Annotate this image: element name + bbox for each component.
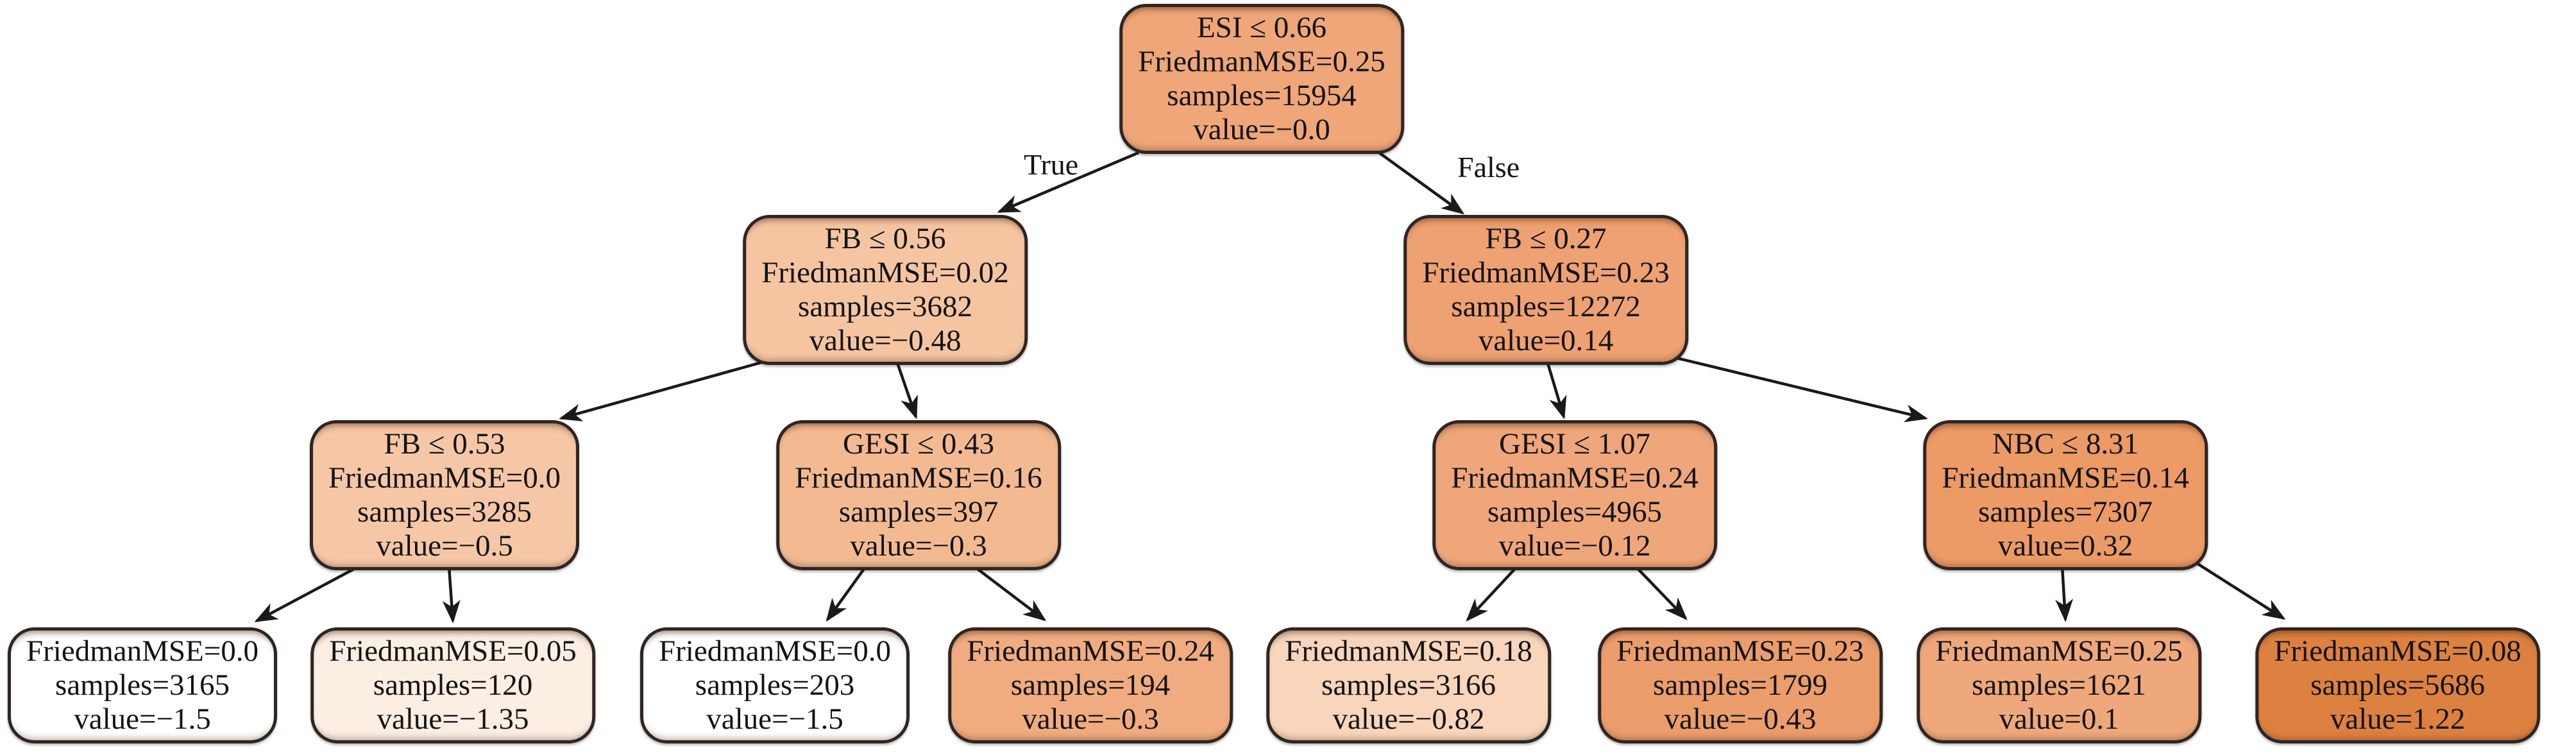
node-samples: samples=397 xyxy=(838,495,999,529)
node-samples: samples=194 xyxy=(1010,668,1171,702)
edge-l3-2-to-leaf-3 xyxy=(826,563,869,622)
node-friedman-mse: FriedmanMSE=0.25 xyxy=(1138,45,1385,78)
node-value: value=−0.82 xyxy=(1332,702,1485,736)
node-samples: samples=203 xyxy=(695,668,855,702)
node-samples: samples=15954 xyxy=(1167,79,1357,112)
tree-leaf-5: FriedmanMSE=0.18 samples=3166 value=−0.8… xyxy=(1266,627,1551,743)
node-friedman-mse: FriedmanMSE=0.23 xyxy=(1422,256,1670,289)
tree-node-l3-3: GESI ≤ 1.07 FriedmanMSE=0.24 samples=496… xyxy=(1432,420,1717,570)
node-friedman-mse: FriedmanMSE=0.08 xyxy=(2274,634,2521,668)
node-samples: samples=3165 xyxy=(55,668,230,702)
node-value: value=−0.0 xyxy=(1193,113,1330,146)
edge-l2-left-to-l3-1 xyxy=(559,357,774,421)
node-friedman-mse: FriedmanMSE=0.0 xyxy=(26,634,259,668)
node-samples: samples=7307 xyxy=(1978,495,2153,529)
tree-leaf-8: FriedmanMSE=0.08 samples=5686 value=1.22 xyxy=(2255,627,2540,743)
edge-l3-4-to-leaf-7 xyxy=(2055,566,2074,622)
node-samples: samples=4965 xyxy=(1487,495,1662,529)
node-value: value=−0.5 xyxy=(376,529,513,563)
node-value: value=−1.5 xyxy=(706,702,843,736)
node-condition: ESI ≤ 0.66 xyxy=(1196,11,1327,44)
node-samples: samples=3285 xyxy=(357,495,532,529)
edge-l3-3-to-leaf-5 xyxy=(1466,562,1521,622)
node-value: value=−0.3 xyxy=(1022,702,1159,736)
edge-l2-left-to-l3-2 xyxy=(895,361,918,420)
node-value: value=−1.35 xyxy=(377,702,529,736)
node-friedman-mse: FriedmanMSE=0.24 xyxy=(967,634,1214,668)
node-value: value=−0.43 xyxy=(1664,702,1817,736)
tree-leaf-3: FriedmanMSE=0.0 samples=203 value=−1.5 xyxy=(640,627,910,743)
node-friedman-mse: FriedmanMSE=0.14 xyxy=(1942,461,2189,495)
edge-l2-right-to-l3-4 xyxy=(1670,355,1928,423)
node-value: value=0.1 xyxy=(1999,702,2119,736)
node-samples: samples=1799 xyxy=(1653,668,1827,702)
tree-node-l3-2: GESI ≤ 0.43 FriedmanMSE=0.16 samples=397… xyxy=(776,420,1061,570)
node-value: value=−1.5 xyxy=(74,702,211,736)
tree-leaf-6: FriedmanMSE=0.23 samples=1799 value=−0.4… xyxy=(1598,627,1883,743)
node-condition: FB ≤ 0.53 xyxy=(384,427,505,461)
tree-leaf-4: FriedmanMSE=0.24 samples=194 value=−0.3 xyxy=(948,627,1233,743)
tree-node-l2-right: FB ≤ 0.27 FriedmanMSE=0.23 samples=12272… xyxy=(1403,215,1688,365)
node-friedman-mse: FriedmanMSE=0.02 xyxy=(761,256,1009,289)
tree-leaf-1: FriedmanMSE=0.0 samples=3165 value=−1.5 xyxy=(7,627,278,743)
node-value: value=−0.3 xyxy=(850,529,987,563)
node-samples: samples=1621 xyxy=(1972,668,2146,702)
tree-node-l3-4: NBC ≤ 8.31 FriedmanMSE=0.14 samples=7307… xyxy=(1923,420,2208,570)
edge-l3-4-to-leaf-8 xyxy=(2192,560,2286,620)
edge-l3-3-to-leaf-6 xyxy=(1631,562,1688,620)
false-edge-label: False xyxy=(1457,151,1520,183)
node-friedman-mse: FriedmanMSE=0.24 xyxy=(1451,461,1699,495)
node-condition: GESI ≤ 1.07 xyxy=(1499,427,1650,461)
node-samples: samples=3682 xyxy=(798,290,972,323)
node-samples: samples=5686 xyxy=(2310,668,2485,702)
node-friedman-mse: FriedmanMSE=0.18 xyxy=(1285,634,1532,668)
true-edge-label: True xyxy=(1024,148,1079,181)
node-condition: GESI ≤ 0.43 xyxy=(843,427,994,461)
node-friedman-mse: FriedmanMSE=0.25 xyxy=(1935,634,2183,668)
edge-root-to-l2-right xyxy=(1378,151,1465,215)
tree-node-l2-left: FB ≤ 0.56 FriedmanMSE=0.02 samples=3682 … xyxy=(743,215,1028,365)
node-condition: NBC ≤ 8.31 xyxy=(1992,427,2139,461)
tree-node-root: ESI ≤ 0.66 FriedmanMSE=0.25 samples=1595… xyxy=(1119,4,1404,154)
edge-l3-2-to-leaf-4 xyxy=(969,562,1047,622)
node-friedman-mse: FriedmanMSE=0.0 xyxy=(658,634,892,668)
tree-leaf-2: FriedmanMSE=0.05 samples=120 value=−1.35 xyxy=(310,627,595,743)
node-condition: FB ≤ 0.56 xyxy=(824,222,946,255)
node-value: value=−0.12 xyxy=(1498,529,1651,563)
node-value: value=1.22 xyxy=(2330,702,2466,736)
edge-root-to-l2-left xyxy=(997,151,1139,214)
node-friedman-mse: FriedmanMSE=0.05 xyxy=(329,634,577,668)
node-friedman-mse: FriedmanMSE=0.0 xyxy=(328,461,561,495)
node-samples: samples=3166 xyxy=(1321,668,1496,702)
node-samples: samples=120 xyxy=(373,668,533,702)
tree-node-l3-1: FB ≤ 0.53 FriedmanMSE=0.0 samples=3285 v… xyxy=(309,420,580,570)
edge-l3-1-to-leaf-2 xyxy=(442,566,461,624)
node-value: value=−0.48 xyxy=(809,324,962,357)
node-value: value=0.14 xyxy=(1478,324,1614,357)
node-condition: FB ≤ 0.27 xyxy=(1485,222,1607,255)
node-samples: samples=12272 xyxy=(1451,290,1641,323)
edge-l3-1-to-leaf-1 xyxy=(254,563,364,622)
node-value: value=0.32 xyxy=(1997,529,2133,563)
node-friedman-mse: FriedmanMSE=0.23 xyxy=(1616,634,1864,668)
edge-l2-right-to-l3-3 xyxy=(1545,361,1567,420)
node-friedman-mse: FriedmanMSE=0.16 xyxy=(795,461,1042,495)
tree-leaf-7: FriedmanMSE=0.25 samples=1621 value=0.1 xyxy=(1917,627,2201,743)
